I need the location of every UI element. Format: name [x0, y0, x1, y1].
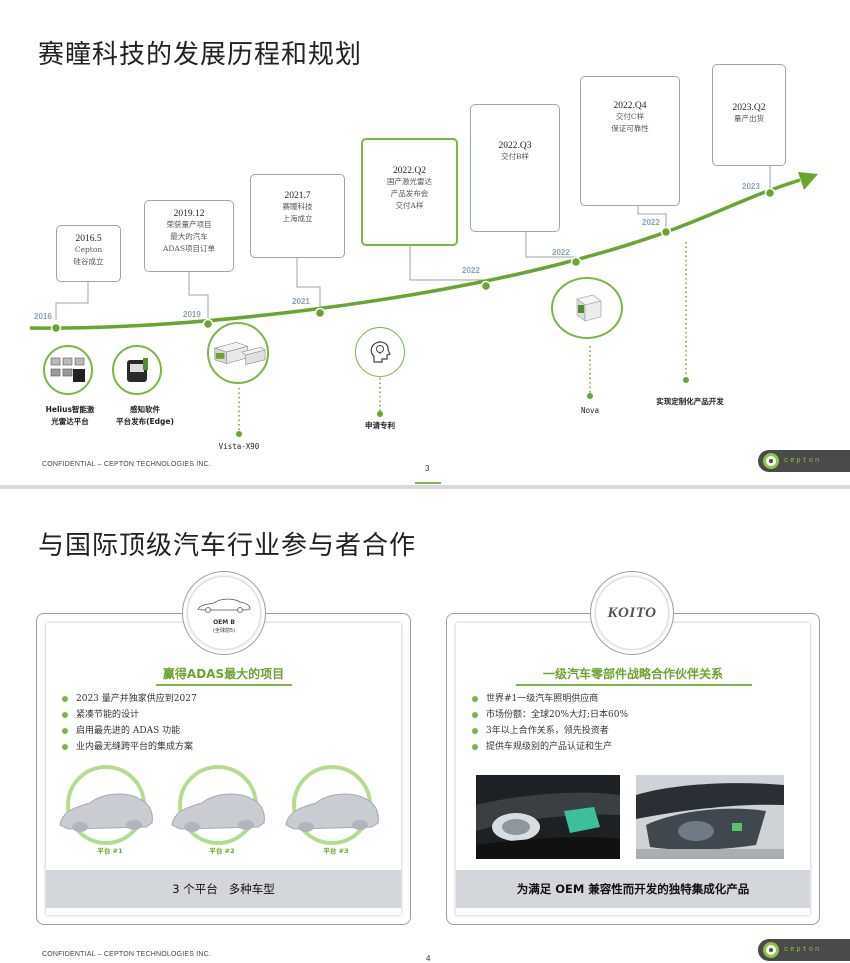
koito-badge: KOITO — [590, 571, 674, 655]
cepton-logo: cepton — [758, 450, 850, 472]
page-title: 与国际顶级汽车行业参与者合作 — [38, 531, 417, 561]
platform-label: 平台 #2 — [209, 847, 235, 855]
milestone-callout: 2022.Q4 交付C样 保证可靠性 — [580, 76, 680, 206]
page-number-underline — [415, 482, 441, 484]
list-item: 提供车规级别的产品认证和生产 — [470, 739, 628, 755]
helius-platform-image — [43, 345, 93, 395]
milestone-date: 2023.Q2 — [732, 103, 766, 113]
oem-bullet-list: 2023 量产并独家供应到2027 紧凑节能的设计 启用最先进的 ADAS 功能… — [60, 691, 197, 755]
card-heading: 赢得ADAS最大的项目 — [162, 667, 285, 681]
list-item: 紧凑节能的设计 — [60, 707, 197, 723]
list-item: 3年以上合作关系，领先投资者 — [470, 723, 628, 739]
edge-software-image — [112, 345, 162, 395]
headlight-photo-1 — [476, 775, 620, 859]
list-item: 2023 量产并独家供应到2027 — [60, 691, 197, 707]
logo-ring-icon — [763, 453, 779, 469]
milestone-desc: Cepton 硅谷成立 — [73, 245, 104, 266]
car-platforms-graphic — [59, 765, 379, 845]
nova-image — [551, 277, 623, 339]
page-title: 赛瞳科技的发展历程和规划 — [38, 40, 363, 70]
logo-ring-icon — [763, 942, 779, 958]
page-number: 4 — [426, 954, 431, 963]
page-number: 3 — [425, 464, 430, 473]
sensor-box-icon — [127, 358, 148, 382]
patent-icon-circle — [355, 327, 405, 377]
milestone-date: 2022.Q4 — [613, 101, 647, 111]
milestone-desc: 国产激光雷达 产品发布会 交付A样 — [387, 177, 432, 210]
vista-sensor-icon — [213, 342, 266, 365]
product-label: Nova — [580, 406, 600, 415]
band-text: 3 个平台 多种车型 — [172, 882, 275, 896]
heading-underline — [156, 684, 292, 686]
year-label: 2022 — [462, 266, 480, 275]
milestone-callout: 2021.7 赛瞳科技 上海成立 — [250, 174, 345, 258]
oem-card: 赢得ADAS最大的项目 2023 量产并独家供应到2027 紧凑节能的设计 启用… — [36, 613, 411, 925]
badge-subtitle: (全球前5) — [212, 628, 236, 634]
koito-badge-inner: KOITO — [596, 577, 668, 649]
cepton-logo: cepton — [758, 939, 850, 961]
product-label: Vista-X90 — [218, 442, 260, 451]
year-label: 2021 — [292, 297, 310, 306]
milestone-date: 2021.7 — [284, 191, 311, 201]
platform-summary-band: 3 个平台 多种车型 — [46, 870, 401, 908]
koito-card: 一级汽车零部件战略合作伙伴关系 世界#1一级汽车照明供应商 市场份额：全球20%… — [446, 613, 820, 925]
confidential-footer: CONFIDENTIAL – CEPTON TECHNOLOGIES INC. — [42, 951, 212, 958]
logo-text: cepton — [784, 946, 822, 954]
confidential-footer: CONFIDENTIAL – CEPTON TECHNOLOGIES INC. — [42, 461, 212, 468]
card-heading: 一级汽车零部件战略合作伙伴关系 — [542, 667, 723, 681]
year-label: 2022 — [642, 218, 660, 227]
milestone-date: 2022.Q3 — [498, 141, 532, 151]
milestone-date: 2016.5 — [75, 234, 102, 244]
milestone-desc: 交付B样 — [500, 152, 529, 161]
timeline-graphic — [29, 166, 818, 437]
head-lightbulb-icon — [370, 341, 391, 363]
nova-sensor-icon — [576, 294, 602, 322]
koito-card-inner: 一级汽车零部件战略合作伙伴关系 世界#1一级汽车照明供应商 市场份额：全球20%… — [456, 623, 810, 915]
list-item: 市场份额：全球20%大灯;日本60% — [470, 707, 628, 723]
heading-underline — [516, 684, 752, 686]
milestone-callout: 2022.Q3 交付B样 — [470, 104, 560, 232]
product-label: 实现定制化产品开发 — [656, 397, 724, 406]
koito-logo: KOITO — [607, 605, 657, 621]
list-item: 世界#1一级汽车照明供应商 — [470, 691, 628, 707]
oem-badge: OEM B (全球前5) — [182, 571, 266, 655]
lidar-array-icon — [50, 357, 85, 382]
product-label: Helius智能激 光雷达平台 — [45, 405, 95, 426]
milestone-date: 2019.12 — [173, 209, 205, 219]
logo-text: cepton — [784, 457, 822, 465]
product-label: 感知软件 平台发布(Edge) — [116, 405, 174, 426]
oem-card-inner: 赢得ADAS最大的项目 2023 量产并独家供应到2027 紧凑节能的设计 启用… — [46, 623, 401, 915]
koito-bullet-list: 世界#1一级汽车照明供应商 市场份额：全球20%大灯;日本60% 3年以上合作关… — [470, 691, 628, 755]
year-label: 2023 — [742, 182, 760, 191]
product-label: 申请专利 — [365, 421, 395, 430]
milestone-callout: 2016.5 Cepton 硅谷成立 — [56, 225, 121, 282]
year-label: 2016 — [34, 312, 52, 321]
band-text: 为满足 OEM 兼容性而开发的独特集成化产品 — [516, 882, 750, 896]
milestone-desc: 量产出货 — [734, 114, 764, 123]
year-label: 2022 — [552, 248, 570, 257]
vista-x90-image — [207, 322, 269, 384]
headlight-photo-2 — [636, 775, 784, 859]
car-outline-icon — [197, 598, 251, 613]
oem-badge-inner: OEM B (全球前5) — [188, 577, 260, 649]
milestone-callout: 2023.Q2 量产出货 — [712, 64, 786, 166]
badge-title: OEM B — [213, 619, 235, 626]
milestone-desc: 赛瞳科技 上海成立 — [282, 202, 313, 223]
integration-summary-band: 为满足 OEM 兼容性而开发的独特集成化产品 — [456, 870, 810, 908]
slide-timeline: 赛瞳科技的发展历程和规划 — [29, 40, 850, 484]
milestone-callout: 2019.12 荣获量产项目 最大的汽车 ADAS项目订单 — [144, 200, 234, 272]
milestone-desc: 交付C样 保证可靠性 — [611, 112, 649, 133]
milestone-date: 2022.Q2 — [393, 166, 426, 176]
platform-label: 平台 #3 — [323, 847, 349, 855]
list-item: 启用最先进的 ADAS 功能 — [60, 723, 197, 739]
year-label: 2019 — [183, 310, 201, 319]
slide-partners: 与国际顶级汽车行业参与者合作 赢得ADAS最大的项目 2023 量产并独家供应到… — [0, 489, 850, 963]
milestone-desc: 荣获量产项目 最大的汽车 ADAS项目订单 — [163, 220, 215, 253]
platform-label: 平台 #1 — [97, 847, 123, 855]
list-item: 业内最无缝跨平台的集成方案 — [60, 739, 197, 755]
milestone-callout: 2022.Q2 国产激光雷达 产品发布会 交付A样 — [361, 138, 458, 246]
slide-separator — [0, 485, 850, 489]
